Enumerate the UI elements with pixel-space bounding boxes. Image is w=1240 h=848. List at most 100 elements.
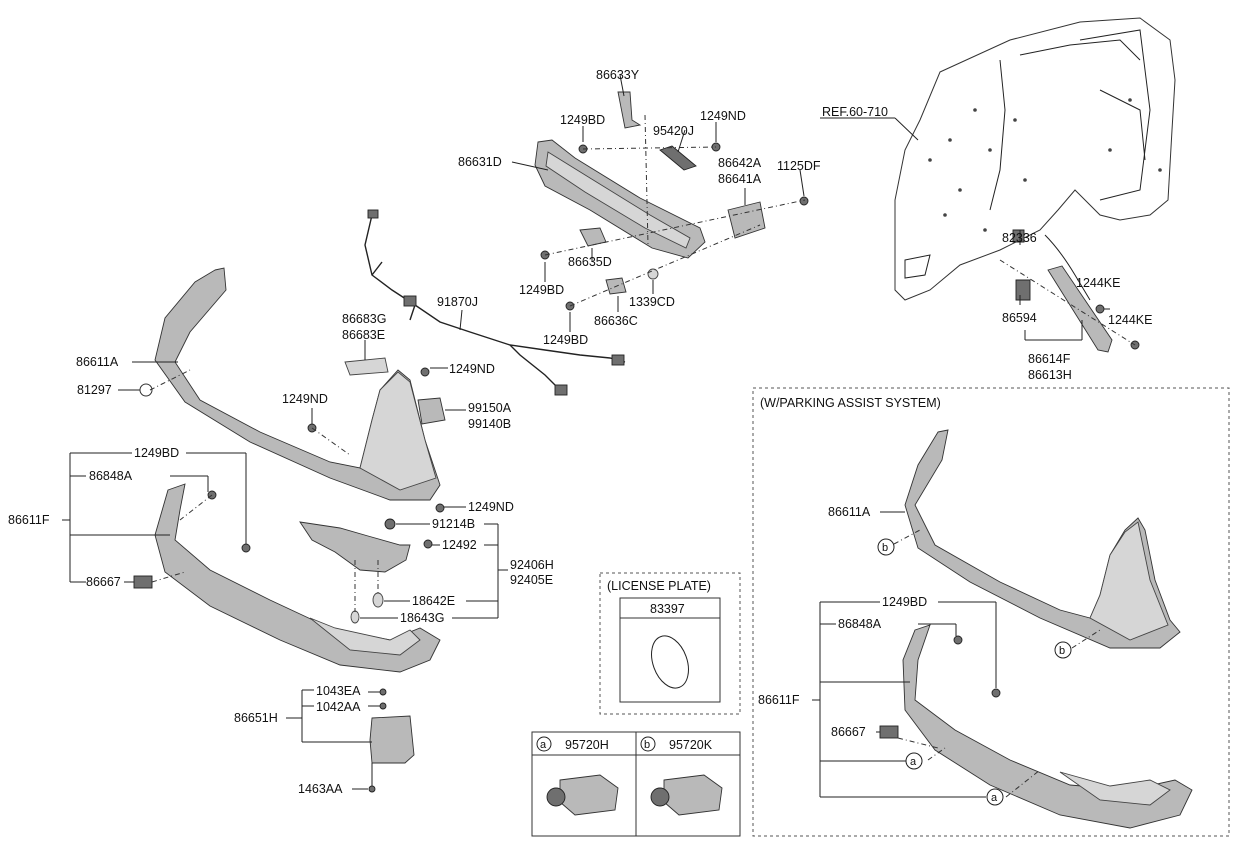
- label-86848A: 86848A: [838, 617, 882, 631]
- label-86848A: 86848A: [89, 469, 133, 483]
- label-95420J: 95420J: [653, 124, 694, 138]
- wiring-harness-91870J: [364, 209, 626, 396]
- label-86611F: 86611F: [8, 513, 50, 527]
- label-86594: 86594: [1002, 311, 1037, 325]
- label-86611A: 86611A: [828, 505, 871, 519]
- part-labels: 86633Y 1249BD 95420J 1249ND 86631D 86642…: [8, 68, 1152, 796]
- lower-bumper-86611F-pas: [902, 624, 1193, 829]
- bolt-1249ND-icon: [435, 503, 445, 513]
- label-86631D: 86631D: [458, 155, 502, 169]
- parking-assist-title: (W/PARKING ASSIST SYSTEM): [760, 396, 941, 410]
- rear-bumper-cover-86611A: [139, 267, 441, 501]
- parking-assist-panel: (W/PARKING ASSIST SYSTEM) b b a a: [752, 387, 1230, 837]
- label-1249ND: 1249ND: [282, 392, 328, 406]
- sensor-95420J-icon: [659, 145, 697, 171]
- label-86633Y: 86633Y: [596, 68, 640, 82]
- sensor-86642A-icon: [727, 201, 766, 239]
- label-86613H: 86613H: [1028, 368, 1072, 382]
- bracket-86635D-icon: [579, 227, 607, 247]
- reservoir-86651H: [368, 688, 415, 793]
- center-garnish-92406H: [299, 503, 445, 624]
- label-82336: 82336: [1002, 231, 1037, 245]
- socket-91214B-icon: [384, 518, 396, 530]
- label-1043EA: 1043EA: [316, 684, 361, 698]
- label-99150A: 99150A: [468, 401, 512, 415]
- label-91870J: 91870J: [437, 295, 478, 309]
- connector-icon: [611, 354, 625, 366]
- quarter-panel-reference-drawing: [820, 17, 1176, 301]
- ref-leader-line: [894, 117, 919, 141]
- marker-a: a: [991, 792, 998, 804]
- screw-1244KE-icon: [1095, 304, 1105, 314]
- label-12492: 12492: [442, 538, 477, 552]
- plate-seal-icon: [651, 635, 689, 689]
- label-91214B: 91214B: [432, 517, 475, 531]
- label-1042AA: 1042AA: [316, 700, 361, 714]
- label-1249ND: 1249ND: [468, 500, 514, 514]
- license-plate-title: (LICENSE PLATE): [607, 579, 711, 593]
- label-1249ND: 1249ND: [700, 109, 746, 123]
- nut-1339CD-icon: [647, 268, 659, 280]
- label-86641A: 86641A: [718, 172, 762, 186]
- marker-b: b: [1059, 645, 1065, 657]
- label-1249BD: 1249BD: [543, 333, 588, 347]
- label-92406H: 92406H: [510, 558, 554, 572]
- label-1244KE: 1244KE: [1108, 313, 1152, 327]
- marker-b: b: [882, 542, 888, 554]
- parking-sensor-a-icon: [546, 774, 619, 816]
- bolt-1463AA-icon: [368, 785, 376, 793]
- label-18643G: 18643G: [400, 611, 444, 625]
- bolt-1249BD-icon: [241, 543, 251, 553]
- label-1339CD: 1339CD: [629, 295, 675, 309]
- label-1249BD: 1249BD: [519, 283, 564, 297]
- lower-bumper-86611F: [133, 483, 441, 673]
- label-86611F: 86611F: [758, 693, 800, 707]
- label-18642E: 18642E: [412, 594, 455, 608]
- label-86667: 86667: [831, 725, 866, 739]
- label-1249BD: 1249BD: [560, 113, 605, 127]
- label-81297: 81297: [77, 383, 112, 397]
- connector-icon: [554, 384, 568, 396]
- connector-icon: [367, 209, 379, 219]
- bulb-18643G-icon: [350, 610, 360, 624]
- label-86614F: 86614F: [1028, 352, 1071, 366]
- label-1249BD: 1249BD: [134, 446, 179, 460]
- label-95720K: 95720K: [669, 738, 713, 752]
- leader-lines: [69, 74, 1110, 790]
- marker-a: a: [910, 756, 917, 768]
- label-1249BD: 1249BD: [882, 595, 927, 609]
- screw-1042AA-icon: [379, 702, 387, 710]
- screw-12492-icon: [423, 539, 433, 549]
- label-ref-60-710: REF.60-710: [822, 105, 888, 119]
- label-86636C: 86636C: [594, 314, 638, 328]
- bumper-beam-assembly: [534, 91, 809, 311]
- label-1249ND: 1249ND: [449, 362, 495, 376]
- side-bracket-assembly: [999, 229, 1140, 353]
- label-1244KE: 1244KE: [1076, 276, 1120, 290]
- bracket-86683G-icon: [344, 357, 389, 376]
- label-83397: 83397: [650, 602, 685, 616]
- reflector-86667-icon: [133, 575, 153, 589]
- license-plate-panel: (LICENSE PLATE) 83397: [599, 572, 741, 715]
- reflector-86667-icon: [879, 725, 899, 739]
- label-86635D: 86635D: [568, 255, 612, 269]
- label-86611A: 86611A: [76, 355, 119, 369]
- bulb-18642E-icon: [372, 592, 384, 608]
- label-92405E: 92405E: [510, 573, 553, 587]
- marker-b: b: [644, 739, 650, 751]
- parking-sensor-b-icon: [650, 774, 723, 816]
- module-99150A-icon: [417, 397, 446, 425]
- bolt-1249ND-icon: [420, 367, 430, 377]
- retainer-86594-icon: [1015, 279, 1031, 301]
- label-86683G: 86683G: [342, 312, 386, 326]
- clip-86848A-icon: [953, 635, 963, 645]
- sensor-table: a 95720H b 95720K: [531, 731, 741, 837]
- label-95720H: 95720H: [565, 738, 609, 752]
- label-86651H: 86651H: [234, 711, 278, 725]
- bracket-86633Y-icon: [617, 91, 642, 129]
- label-99140B: 99140B: [468, 417, 511, 431]
- label-86642A: 86642A: [718, 156, 762, 170]
- bolt-1249BD-icon: [991, 688, 1001, 698]
